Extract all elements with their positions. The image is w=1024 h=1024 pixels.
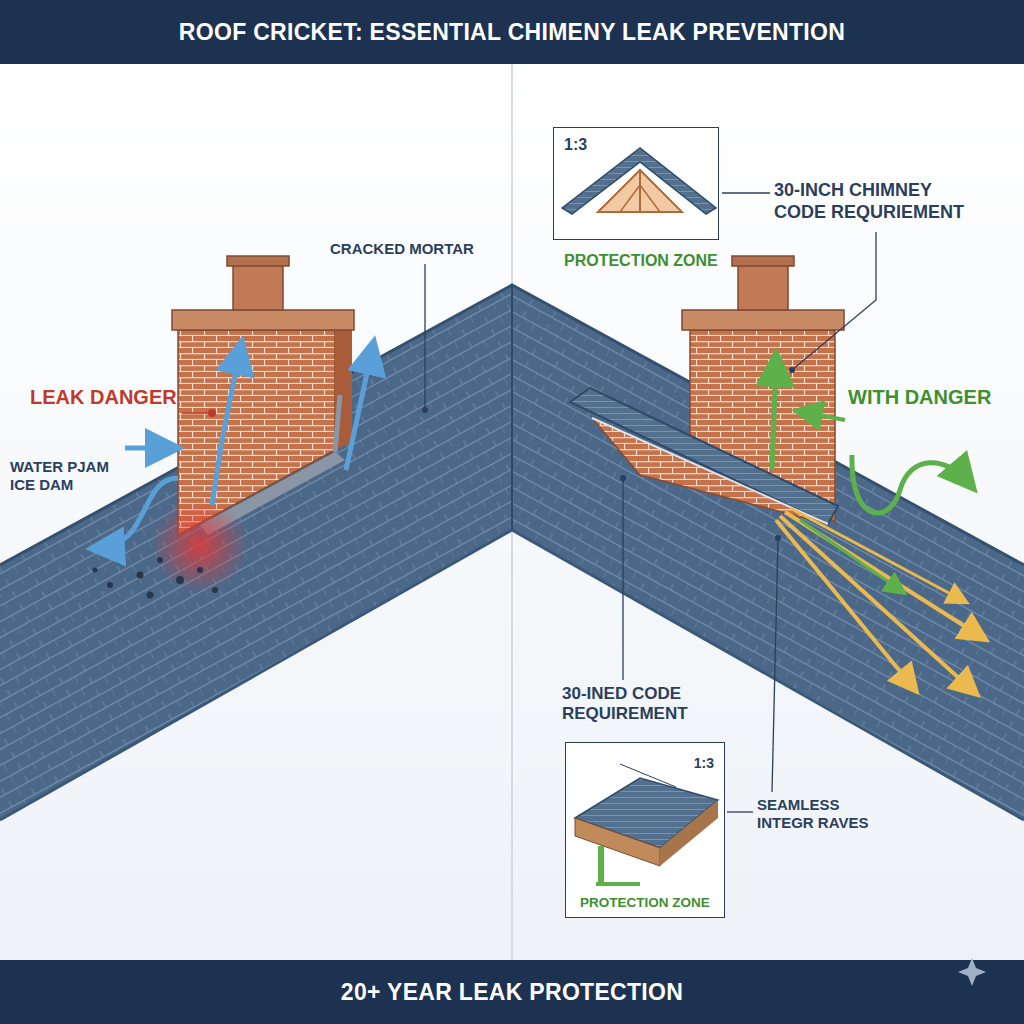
part-label: CRACKED MORTAR <box>330 240 500 258</box>
inset-box: 1:3PROTECTION ZONE <box>565 742 725 918</box>
code-label-box: 30-INCH CHIMNEY CODE REQURIEMENT <box>774 180 984 223</box>
code-label: 30-INED CODE REQUIREMENT <box>562 684 757 725</box>
warning-label: LEAK DANGER <box>30 385 185 409</box>
title-text: ROOF CRICKET: ESSENTIAL CHIMENY LEAK PRE… <box>179 19 845 46</box>
code-label-box: 30-INED CODE REQUIREMENT <box>562 684 757 725</box>
zone-label: PROTECTION ZONE <box>566 895 724 911</box>
caption-text: 20+ YEAR LEAK PROTECTION <box>341 979 683 1006</box>
part-label: WATER PJAM ICE DAM <box>10 458 128 494</box>
status-label-box: WITH DANGER <box>848 385 1008 409</box>
part-label-box: WATER PJAM ICE DAM <box>10 458 128 494</box>
warning-label-box: LEAK DANGER <box>30 385 185 409</box>
status-label: WITH DANGER <box>848 385 1008 409</box>
part-label-box: CRACKED MORTAR <box>330 240 500 258</box>
code-label: 30-INCH CHIMNEY CODE REQURIEMENT <box>774 180 984 223</box>
footer-bar: 20+ YEAR LEAK PROTECTION <box>0 960 1024 1024</box>
zone-label: PROTECTION ZONE <box>564 252 718 270</box>
title-bar: ROOF CRICKET: ESSENTIAL CHIMENY LEAK PRE… <box>0 0 1024 64</box>
ratio-label: 1:3 <box>694 755 714 771</box>
inset-box: 1:3PROTECTION ZONE <box>553 127 719 240</box>
part-label-box: SEAMLESS INTEGR RAVES <box>757 796 885 832</box>
ratio-label: 1:3 <box>564 136 587 154</box>
part-label: SEAMLESS INTEGR RAVES <box>757 796 885 832</box>
